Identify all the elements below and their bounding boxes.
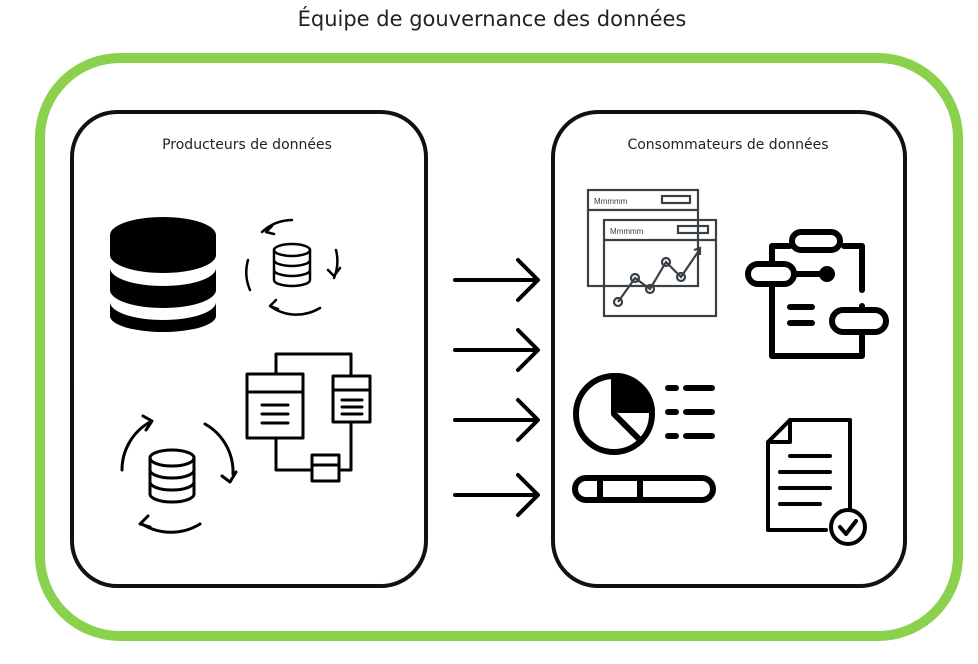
governance-team-border bbox=[35, 53, 963, 641]
window-label: Mmmmm bbox=[610, 227, 644, 236]
producers-label: Producteurs de données bbox=[162, 137, 332, 153]
arrow-icon bbox=[453, 473, 540, 517]
pie-chart-report-icon bbox=[572, 373, 716, 503]
database-sync-icon-large bbox=[120, 414, 238, 534]
window-label: Mmmmm bbox=[594, 197, 628, 206]
producers-panel: Producteurs de données bbox=[70, 110, 428, 588]
data-flow-arrows bbox=[453, 258, 540, 517]
database-icon bbox=[110, 217, 216, 332]
approved-document-icon bbox=[766, 418, 867, 546]
arrow-icon bbox=[453, 258, 540, 302]
database-sync-icon-small bbox=[245, 218, 342, 316]
arrow-icon bbox=[453, 398, 540, 442]
diagram-title: Équipe de gouvernance des données bbox=[298, 6, 687, 31]
dashboard-chart-icon: Mmmmm Mmmmm bbox=[586, 188, 718, 318]
flowchart-clipboard-icon bbox=[745, 229, 889, 359]
consumers-label: Consommateurs de données bbox=[627, 137, 828, 153]
arrow-icon bbox=[453, 328, 540, 372]
data-schema-icon bbox=[245, 352, 372, 483]
